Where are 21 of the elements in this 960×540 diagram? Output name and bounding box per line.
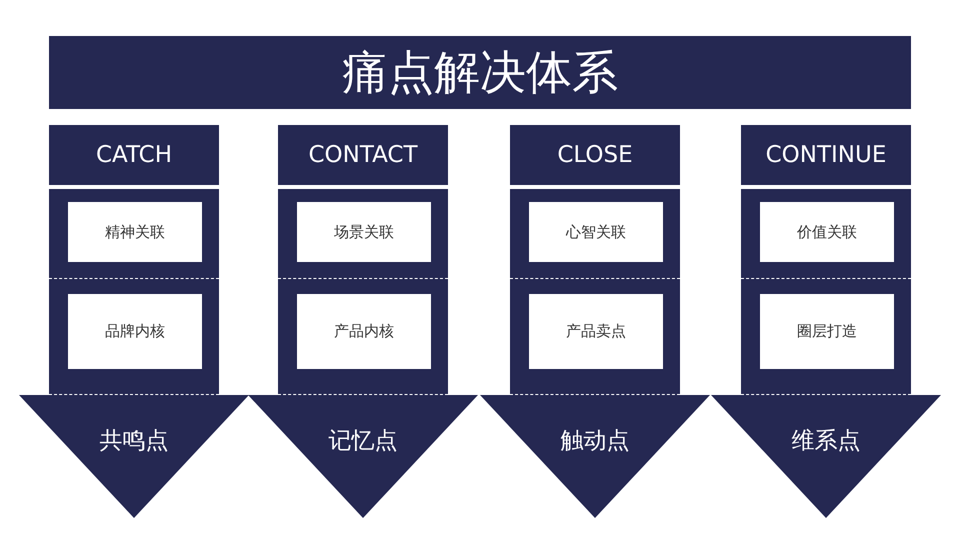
content-card: 圈层打造: [760, 294, 894, 369]
content-card: 场景关联: [297, 202, 431, 262]
triangle-label: 触动点: [560, 427, 630, 456]
title-banner: 痛点解决体系: [49, 36, 911, 109]
content-card: 心智关联: [529, 202, 663, 262]
content-card: 品牌内核: [68, 294, 202, 369]
column-header: CONTINUE: [741, 125, 911, 185]
content-card: 精神关联: [68, 202, 202, 262]
content-card: 产品内核: [297, 294, 431, 369]
column-panel: [49, 189, 219, 395]
column-panel: [510, 189, 680, 395]
column-header: CATCH: [49, 125, 219, 185]
content-card: 产品卖点: [529, 294, 663, 369]
content-card: 价值关联: [760, 202, 894, 262]
column-header: CONTACT: [278, 125, 448, 185]
triangle-label: 记忆点: [328, 427, 398, 456]
column-panel: [741, 189, 911, 395]
triangle-label: 维系点: [790, 427, 862, 456]
column-panel: [278, 189, 448, 395]
triangle-label: 共鸣点: [98, 427, 170, 456]
column-header: CLOSE: [510, 125, 680, 185]
